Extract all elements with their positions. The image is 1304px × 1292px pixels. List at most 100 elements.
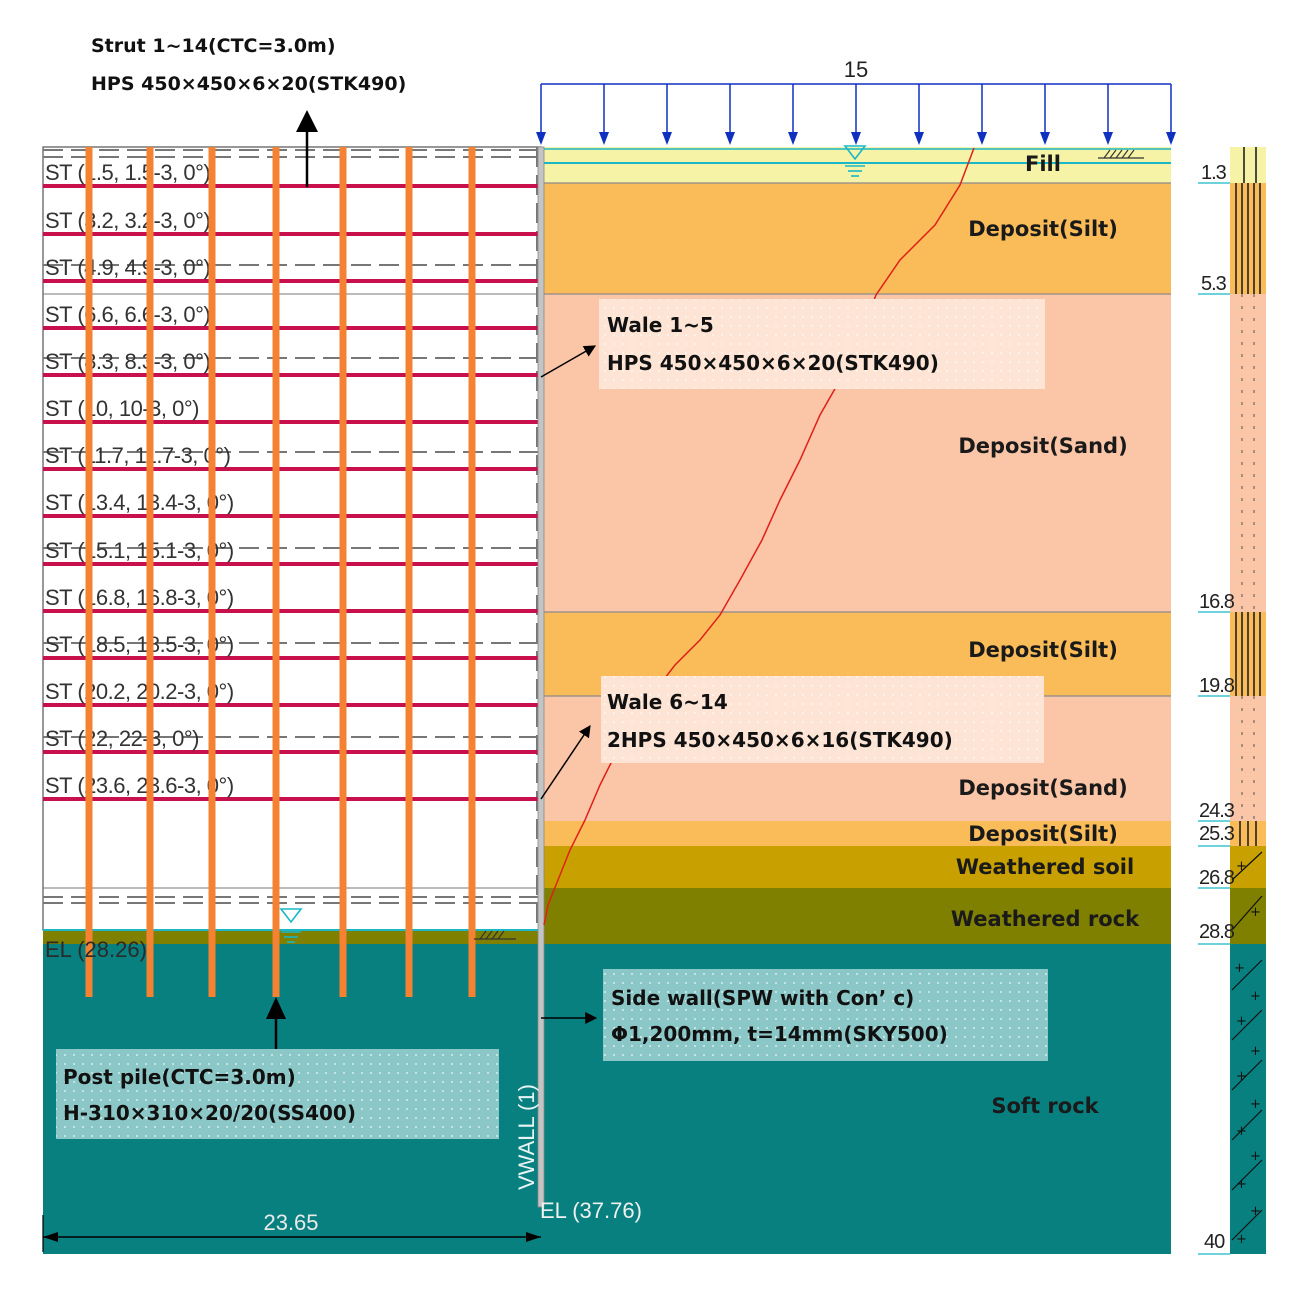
load-arrow-head [1166, 132, 1176, 145]
load-arrow-head [662, 132, 672, 145]
depth-label: 26.8 [1199, 867, 1235, 889]
water-table-symbol-right [843, 145, 867, 177]
depth-label: 40 [1204, 1231, 1225, 1253]
strut-labels: ST (1.5, 1.5-3, 0°) ST (3.2, 3.2-3, 0°) ST… [45, 160, 234, 798]
strut-label: ST (8.3, 8.3-3, 0°) [45, 349, 210, 374]
wale-1-line1: Wale 1~5 [607, 313, 714, 337]
svg-text:+: + [1250, 1097, 1261, 1112]
svg-text:+: + [1236, 1177, 1247, 1192]
load-arrow-head [914, 132, 924, 145]
load-arrow-head [536, 132, 546, 145]
strut-spec-line2: HPS 450×450×6×20(STK490) [91, 73, 406, 95]
post-pile [208, 147, 216, 997]
depth-label: 25.3 [1199, 823, 1235, 845]
strut-label: ST (13.4, 13.4-3, 0°) [45, 490, 234, 515]
strut-label: ST (3.2, 3.2-3, 0°) [45, 208, 210, 233]
layer-label-deposit-silt-2: Deposit(Silt) [968, 638, 1118, 662]
post-pile-callout: Post pile(CTC=3.0m) H-310×310×20/20(SS40… [56, 1049, 499, 1139]
side-wall-callout: Side wall(SPW with Con’ c) Φ1,200mm, t=1… [603, 969, 1048, 1061]
post-piles [85, 147, 476, 997]
layer-label-deposit-silt-3: Deposit(Silt) [968, 822, 1118, 846]
post-pile [339, 147, 347, 997]
strut-row-lines [43, 293, 541, 889]
post-pile-line2: H-310×310×20/20(SS400) [63, 1101, 356, 1125]
depth-label: 5.3 [1201, 273, 1227, 295]
load-arrow-head [1103, 132, 1113, 145]
ground-hatch-left [474, 930, 516, 940]
load-arrow-head [851, 132, 861, 145]
strut-label: ST (18.5, 18.5-3, 0°) [45, 632, 234, 657]
post-pile-pointer-head [266, 997, 286, 1019]
svg-text:+: + [1250, 989, 1261, 1004]
strut-label: ST (11.7, 11.7-3, 0°) [45, 443, 230, 468]
depth-labels: 1.3 5.3 16.8 19.8 24.3 25.3 26.8 28.8 40 [1199, 162, 1236, 1253]
post-pile [272, 147, 280, 997]
layer-label-weathered-soil: Weathered soil [956, 855, 1134, 879]
side-wall-line1: Side wall(SPW with Con’ c) [611, 986, 914, 1010]
layer-label-deposit-sand-1: Deposit(Sand) [958, 434, 1127, 458]
wale-1-callout: Wale 1~5 HPS 450×450×6×20(STK490) [599, 299, 1045, 389]
svg-text:+: + [1236, 859, 1247, 874]
load-arrow-head [599, 132, 609, 145]
strut-pointer-head [296, 110, 318, 132]
svg-text:+: + [1236, 1232, 1247, 1247]
width-dimension: 23.65 [42, 1210, 541, 1252]
wale-2-callout: Wale 6~14 2HPS 450×450×6×16(STK490) [601, 676, 1044, 763]
layer-label-weathered-rock: Weathered rock [951, 907, 1140, 931]
wale-1-line2: HPS 450×450×6×20(STK490) [607, 351, 939, 375]
borehole-column: +++ +++ +++ ++ ++ [1198, 147, 1266, 1255]
strut-label: ST (15.1, 15.1-3, 0°) [45, 538, 234, 563]
load-arrow-head [725, 132, 735, 145]
depth-label: 1.3 [1201, 162, 1227, 184]
load-arrow-head [1040, 132, 1050, 145]
load-arrow-head [977, 132, 987, 145]
strut-label: ST (6.6, 6.6-3, 0°) [45, 302, 210, 327]
wale-2-pointer [540, 725, 591, 800]
svg-text:+: + [1250, 905, 1261, 920]
load-arrow-head [788, 132, 798, 145]
strut-label: ST (20.2, 20.2-3, 0°) [45, 679, 234, 704]
strut-spec-line1: Strut 1~14(CTC=3.0m) [91, 35, 336, 57]
side-wall-line2: Φ1,200mm, t=14mm(SKY500) [611, 1022, 948, 1046]
layer-fill [541, 147, 1171, 183]
svg-text:+: + [1236, 1069, 1247, 1084]
load-value: 15 [844, 57, 868, 82]
load-arrows [536, 84, 1176, 145]
layer-labels: Fill Deposit(Silt) Deposit(Sand) Deposit… [951, 152, 1140, 1118]
post-pile [405, 147, 413, 997]
wale-1-pointer [540, 345, 597, 378]
layer-deposit-silt-3 [541, 821, 1171, 846]
depth-label: 28.8 [1199, 921, 1235, 943]
wale-2-line2: 2HPS 450×450×6×16(STK490) [607, 728, 953, 752]
strut-label: ST (16.8, 16.8-3, 0°) [45, 585, 234, 610]
svg-text:+: + [1234, 961, 1245, 976]
svg-text:+: + [1236, 1124, 1247, 1139]
depth-label: 16.8 [1199, 591, 1235, 613]
post-pile [468, 147, 476, 997]
post-pile [146, 147, 154, 997]
layer-deposit-silt-1 [541, 183, 1171, 294]
strut-label: ST (1.5, 1.5-3, 0°) [45, 160, 210, 185]
post-pile [85, 147, 93, 997]
strut-label: ST (10, 10-3, 0°) [45, 396, 199, 421]
struts [43, 184, 538, 801]
wale-2-line1: Wale 6~14 [607, 690, 728, 714]
depth-label: 24.3 [1199, 800, 1235, 822]
strut-label: ST (23.6, 23.6-3, 0°) [45, 773, 234, 798]
bottom-elevation-label: EL (28.26) [45, 937, 147, 962]
svg-text:+: + [1236, 1014, 1247, 1029]
layer-label-deposit-sand-2: Deposit(Sand) [958, 776, 1127, 800]
svg-text:+: + [1250, 1204, 1261, 1219]
strut-label: ST (22, 22-3, 0°) [45, 726, 199, 751]
layer-weathered-soil [541, 846, 1171, 888]
retaining-wall [537, 146, 545, 1208]
post-pile-line1: Post pile(CTC=3.0m) [63, 1065, 296, 1089]
layer-label-deposit-silt-1: Deposit(Silt) [968, 217, 1118, 241]
svg-text:+: + [1250, 1149, 1261, 1164]
wall-label: VWALL (1) [514, 1084, 539, 1190]
width-dimension-value: 23.65 [263, 1210, 318, 1235]
wall-toe-elevation-label: EL (37.76) [540, 1198, 642, 1223]
layer-label-soft-rock: Soft rock [991, 1094, 1099, 1118]
layer-label-fill: Fill [1025, 152, 1061, 176]
